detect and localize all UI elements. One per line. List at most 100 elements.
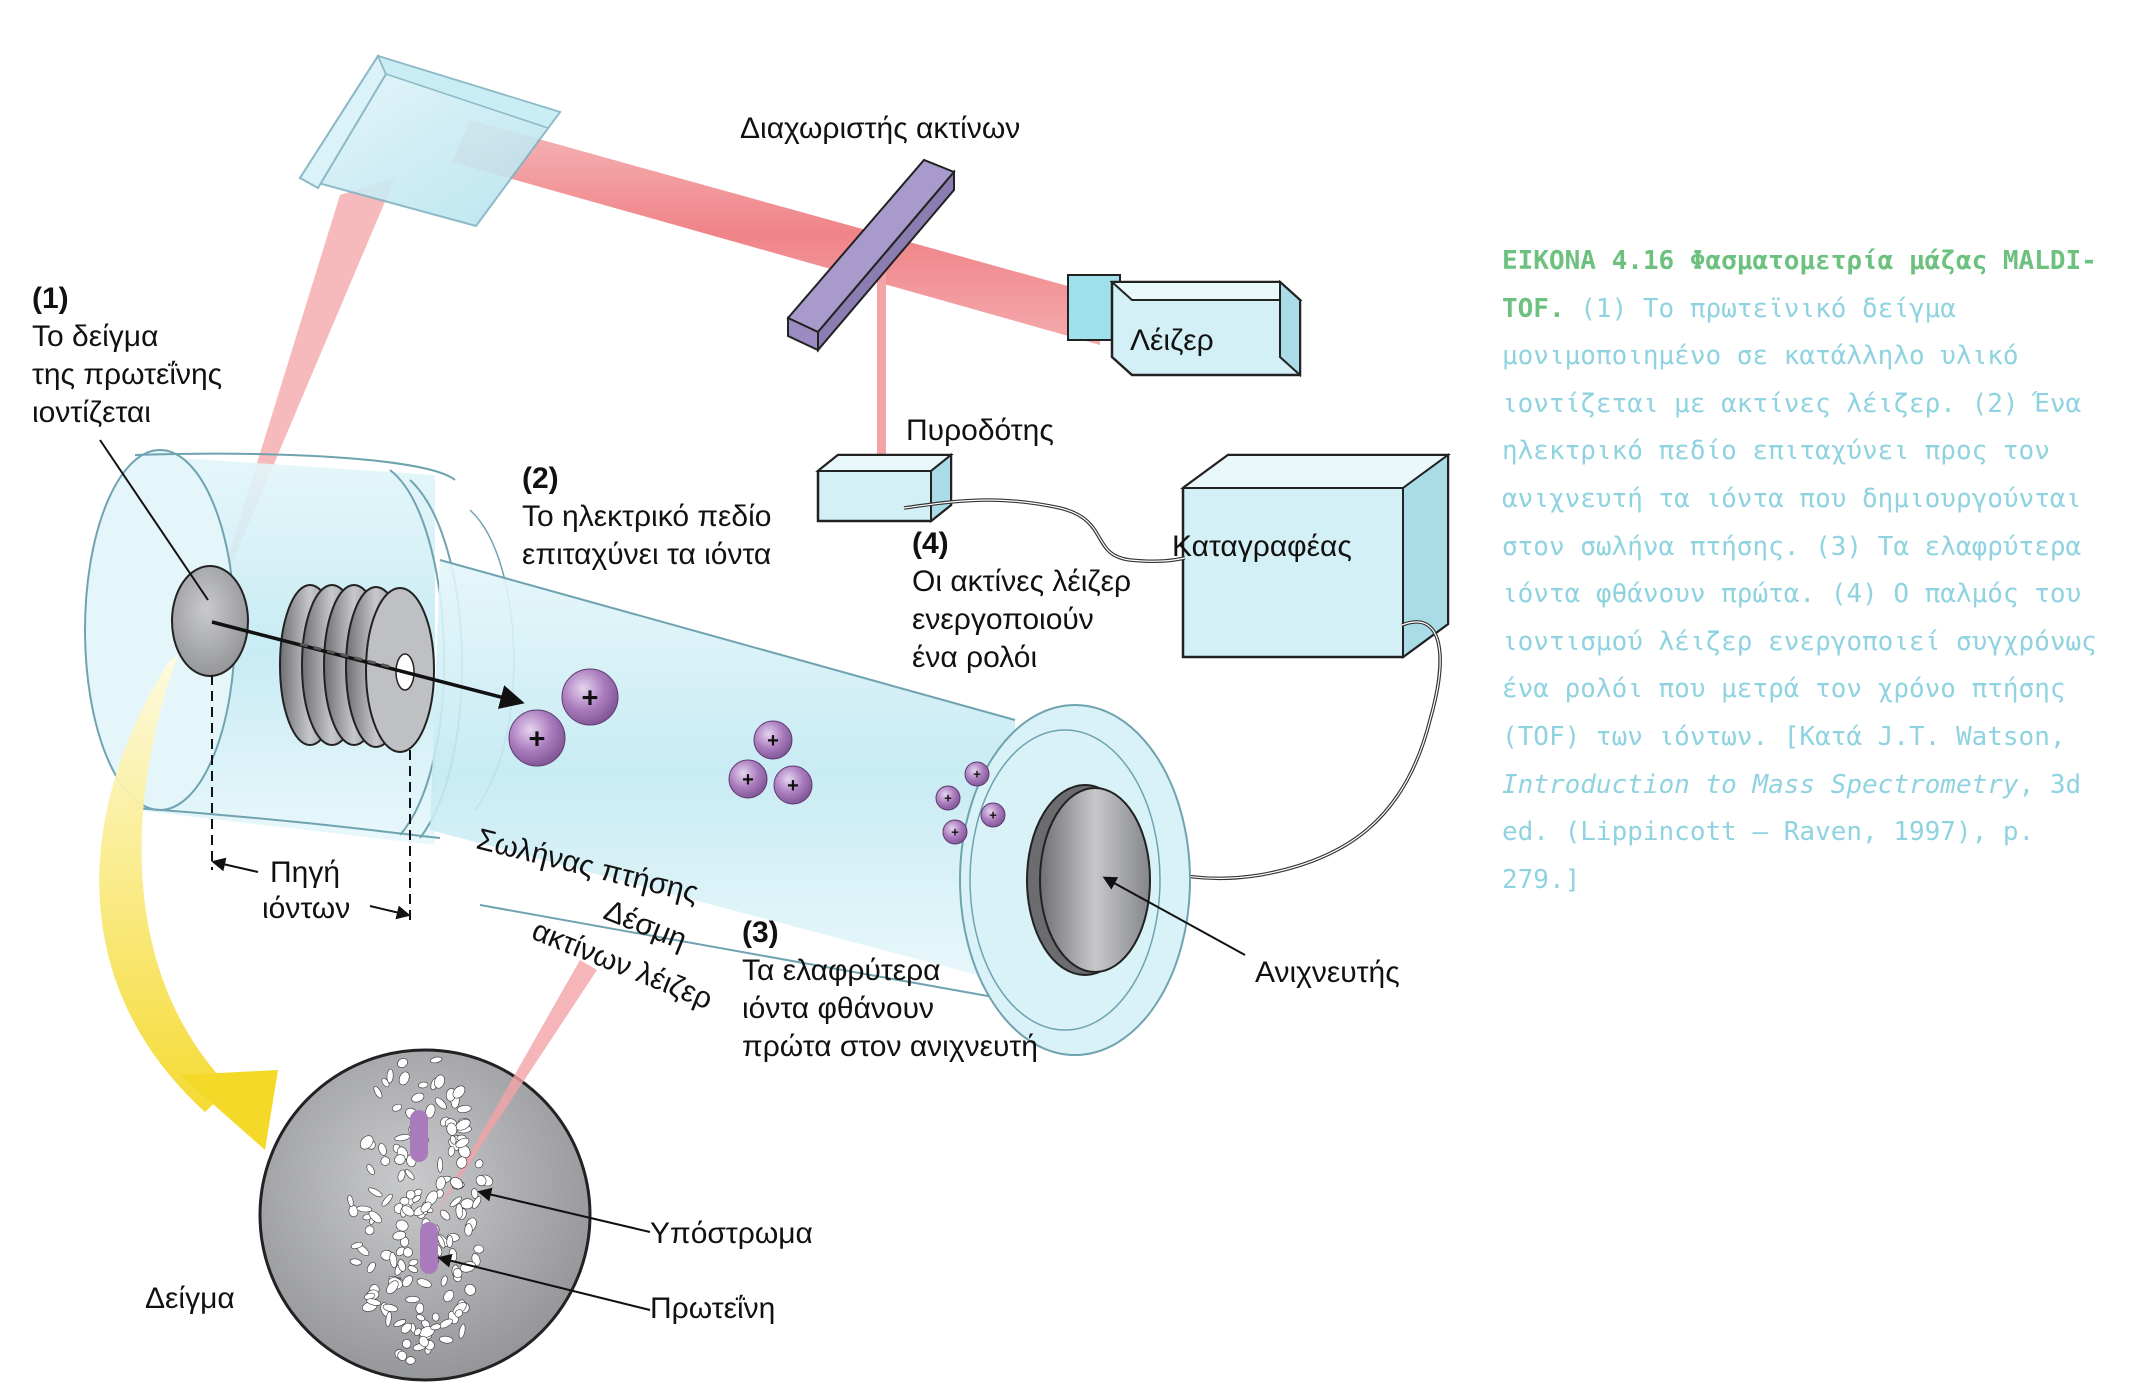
caption-body: (1) Το πρωτεϊνικό δείγμα μονιμοποιημένο … [1502,293,2097,752]
matrix-grain [398,1071,410,1086]
protein-pointer [437,1253,651,1311]
matrix-grain [399,1196,410,1206]
matrix-grain [407,1265,418,1273]
protein-spot-lower [420,1222,438,1274]
figure-caption: ΕΙΚΟΝΑ 4.16 Φασματομετρία μάζας MALDI-TO… [1502,238,2122,904]
step-4-line-1: Οι ακτίνες λέιζερ [912,565,1132,598]
matrix-grain [408,1259,419,1266]
ions: +++++++++ [508,668,1006,845]
step-1-line-3: ιοντίζεται [32,396,151,429]
matrix-pointer [477,1187,651,1233]
matrix-grain [349,1258,362,1266]
matrix-grain [397,1169,406,1182]
beam-splitter [786,158,956,353]
matrix-grain [475,1175,487,1187]
step-4-label: (4) Οι ακτίνες λέιζερ ενεργοποιούν ένα ρ… [912,525,1131,677]
matrix-grain [446,1235,454,1248]
matrix-grain [385,1311,392,1327]
matrix-grain [366,1164,375,1175]
matrix-grain [397,1058,408,1068]
matrix-grain [393,1319,407,1327]
step-3-line-1: Τα ελαφρύτερα [742,954,941,987]
recorder-box [1179,453,1452,659]
ion [773,765,813,805]
ion-source-dimension [211,675,411,920]
matrix-grain [395,1219,409,1232]
matrix-grain [431,1312,440,1322]
step-4-number: (4) [912,527,949,560]
matrix-grain [430,1323,442,1331]
step-3-line-2: ιόντα φθάνουν [742,992,935,1025]
ion-charge: + [973,767,981,782]
matrix-grain [364,1225,375,1236]
beam-splitter-label: Διαχωριστής ακτίνων [740,112,1021,145]
ion [561,668,619,726]
laser-beam-to-trigger [877,256,886,461]
sample-zoom-arrow [99,655,230,1112]
ion-source-label-1: Πηγή [270,856,340,889]
matrix-grain [450,1177,464,1190]
ion-charge: + [582,683,599,715]
ion [508,709,566,767]
matrix-grain [386,1068,394,1084]
ion-charge: + [742,769,754,791]
ion [942,819,968,845]
ion [728,759,768,799]
protein-spot-upper [410,1110,428,1162]
matrix-grain [411,1092,425,1103]
ion-charge: + [529,724,546,756]
step-1-line-1: Το δείγμα [32,320,159,353]
matrix-grain [473,1244,484,1254]
matrix-grain [404,1169,415,1180]
trigger-box [815,452,954,524]
matrix-grain [418,1335,429,1348]
matrix-grain [452,1085,466,1099]
matrix-grain [368,1187,383,1198]
caption-title: ΕΙΚΟΝΑ 4.16 Φασματομετρία μάζας MALDI-TO… [1502,246,2097,324]
matrix-grain [437,1234,446,1249]
matrix-grain [437,1157,443,1173]
step-2-number: (2) [522,462,559,495]
ion-charge: + [989,808,997,823]
laser-beam-zoom [432,960,597,1220]
step-2-line-2: επιταχύνει τα ιόντα [522,538,772,571]
matrix-grain [446,1122,458,1136]
matrix-grain [402,1247,413,1258]
matrix-grain [464,1283,476,1296]
trigger-label: Πυροδότης [906,414,1054,447]
ion-path-arrow [211,620,525,709]
matrix-grain [402,1339,412,1349]
sample-zoom-arrowhead [180,1070,278,1150]
matrix-grain [430,1056,443,1064]
detector-disk [1026,784,1151,976]
matrix-grain [394,1154,406,1165]
ion-charge: + [787,775,799,797]
step-1-label: (1) Το δείγμα της πρωτεΐνης ιοντίζεται [32,280,222,432]
wire-trigger-recorder-inner [903,499,1186,562]
step-3-line-3: πρώτα στον ανιχνευτή [742,1030,1038,1063]
matrix-grain [443,1290,455,1303]
ion-source-label-2: ιόντων [262,892,350,925]
matrix-grain [405,1356,416,1365]
ion-charge: + [944,791,952,806]
matrix-grain [456,1156,468,1169]
matrix-grain [454,1309,463,1318]
laser-label: Λέιζερ [1130,324,1214,357]
matrix-grain [391,1103,403,1112]
matrix-grain [449,1196,462,1208]
matrix-grain [356,1205,373,1213]
detector-label: Ανιχνευτής [1255,956,1400,989]
matrix-grain [455,1137,470,1149]
accelerating-grids [279,584,435,753]
matrix-grain [439,1209,451,1221]
caption-italic: Introduction to Mass Spectrometry [1502,769,2019,800]
matrix-grain [378,1143,387,1156]
matrix-grain [401,1205,415,1217]
laser-beam-main [452,120,1100,345]
laser-device [1067,274,1303,378]
detector-pointer [1102,876,1246,956]
matrix-grain [416,1278,432,1288]
matrix-grain [416,1314,426,1322]
matrix-grain [420,1201,432,1213]
